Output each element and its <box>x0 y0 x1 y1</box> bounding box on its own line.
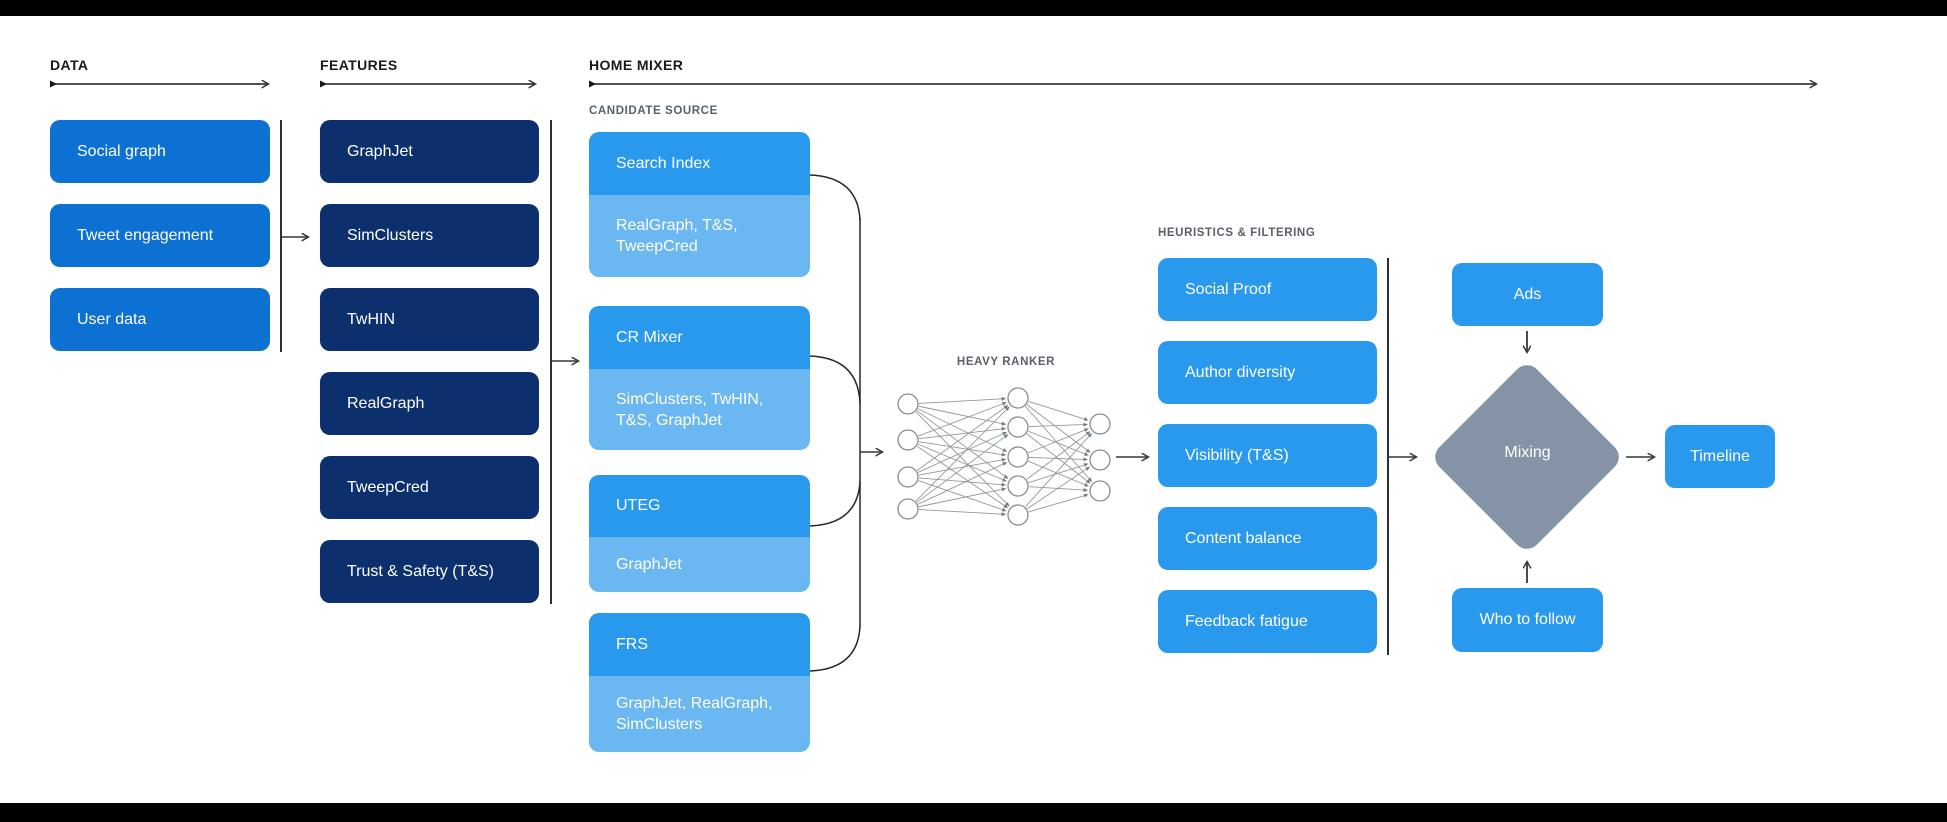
candidate-name: Search Index <box>589 132 810 195</box>
heavy-ranker-network <box>897 387 1111 526</box>
candidate-sources-list: RealGraph, T&S, TweepCred <box>589 195 810 277</box>
network-node <box>1007 446 1029 468</box>
node-feedback-fatigue: Feedback fatigue <box>1158 590 1377 653</box>
candidate-group-cr-mixer: CR Mixer SimClusters, TwHIN, T&S, GraphJ… <box>589 306 810 450</box>
section-header-home-mixer: HOME MIXER <box>589 57 684 73</box>
network-node <box>1007 387 1029 409</box>
candidate-name: FRS <box>589 613 810 676</box>
candidate-group-frs: FRS GraphJet, RealGraph, SimClusters <box>589 613 810 752</box>
candidate-name: CR Mixer <box>589 306 810 369</box>
node-ads: Ads <box>1452 263 1603 326</box>
section-header-data: DATA <box>50 57 89 73</box>
candidate-group-uteg: UTEG GraphJet <box>589 475 810 592</box>
mixing-diamond-label: Mixing <box>1504 444 1551 461</box>
subheader-candidate-source: CANDIDATE SOURCE <box>589 105 718 117</box>
node-twhin: TwHIN <box>320 288 539 351</box>
network-node <box>1007 504 1029 526</box>
node-visibility-ts: Visibility (T&S) <box>1158 424 1377 487</box>
subheader-heavy-ranker: HEAVY RANKER <box>956 356 1056 368</box>
bottom-black-bar <box>0 803 1947 822</box>
node-simclusters: SimClusters <box>320 204 539 267</box>
network-node <box>1089 480 1111 502</box>
network-node <box>897 393 919 415</box>
candidate-sources-list: GraphJet, RealGraph, SimClusters <box>589 676 810 752</box>
network-node <box>897 429 919 451</box>
network-node <box>897 498 919 520</box>
network-node <box>1007 416 1029 438</box>
network-node <box>1089 413 1111 435</box>
subheader-heuristics-filtering: HEURISTICS & FILTERING <box>1158 227 1316 239</box>
node-trust-safety: Trust & Safety (T&S) <box>320 540 539 603</box>
candidate-sources-list: GraphJet <box>589 537 810 592</box>
candidate-group-search-index: Search Index RealGraph, T&S, TweepCred <box>589 132 810 277</box>
node-timeline: Timeline <box>1665 425 1775 488</box>
section-header-features: FEATURES <box>320 57 398 73</box>
node-who-to-follow: Who to follow <box>1452 588 1603 652</box>
node-social-graph: Social graph <box>50 120 270 183</box>
candidate-sources-list: SimClusters, TwHIN, T&S, GraphJet <box>589 369 810 450</box>
node-author-diversity: Author diversity <box>1158 341 1377 404</box>
node-user-data: User data <box>50 288 270 351</box>
top-black-bar <box>0 0 1947 16</box>
network-node <box>1007 475 1029 497</box>
node-content-balance: Content balance <box>1158 507 1377 570</box>
node-tweet-engagement: Tweet engagement <box>50 204 270 267</box>
candidate-merge-connectors <box>809 174 861 672</box>
node-realgraph: RealGraph <box>320 372 539 435</box>
candidate-name: UTEG <box>589 475 810 537</box>
node-graphjet: GraphJet <box>320 120 539 183</box>
node-social-proof: Social Proof <box>1158 258 1377 321</box>
network-node <box>1089 449 1111 471</box>
node-tweepcred: TweepCred <box>320 456 539 519</box>
network-node <box>897 466 919 488</box>
